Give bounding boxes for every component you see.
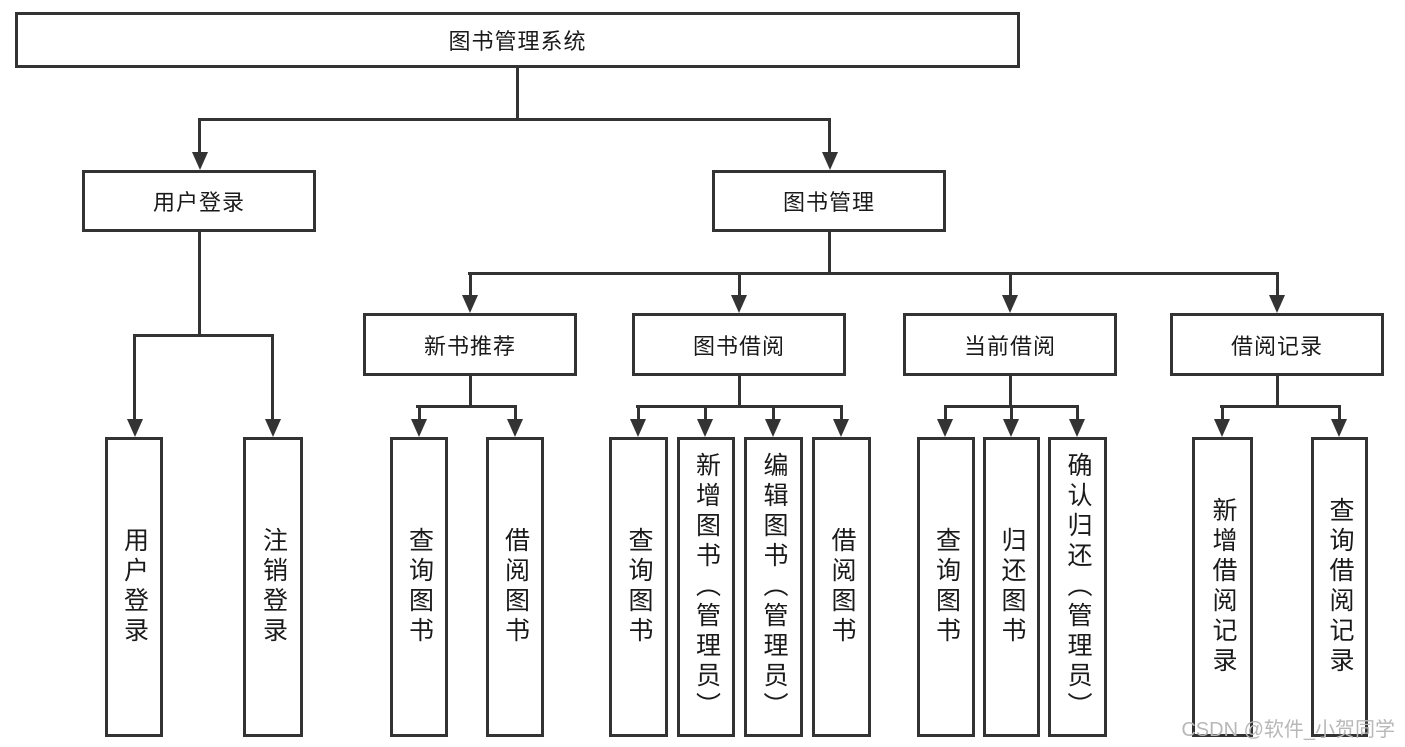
node-borrowing-records-label: 借阅记录 bbox=[1230, 333, 1323, 359]
connector-to-br-query bbox=[1338, 405, 1341, 421]
node-book-borrowing: 图书借阅 bbox=[632, 313, 846, 376]
node-nbr-query-books: 查询图书 bbox=[390, 437, 448, 737]
node-borrowing-records: 借阅记录 bbox=[1170, 313, 1384, 376]
connector-to-bb-add bbox=[704, 405, 707, 421]
node-login-label: 用户登录 bbox=[120, 527, 149, 647]
node-nbr-query-books-label: 查询图书 bbox=[405, 527, 434, 647]
connector-current-borrowing-stem bbox=[1009, 376, 1012, 407]
connector-to-login bbox=[133, 334, 136, 420]
arrow-down-icon bbox=[833, 419, 849, 437]
node-bb-borrow-books: 借阅图书 bbox=[812, 437, 871, 737]
connector-to-cb-return bbox=[1010, 405, 1013, 421]
arrow-down-icon bbox=[765, 419, 781, 437]
connector-root-to-user-login bbox=[198, 118, 201, 158]
node-library-management-system-label: 图书管理系统 bbox=[448, 29, 587, 54]
connector-to-cb-confirm bbox=[1076, 405, 1079, 421]
node-bb-add-books-admin-label: 新增图书（管理员） bbox=[692, 452, 721, 722]
node-user-login: 用户登录 bbox=[82, 170, 316, 232]
node-bb-edit-books-admin: 编辑图书（管理员） bbox=[744, 437, 803, 737]
node-logout-label: 注销登录 bbox=[259, 527, 288, 647]
connector-to-borrowing-records bbox=[1276, 272, 1279, 298]
node-book-management: 图书管理 bbox=[712, 170, 946, 232]
arrow-down-icon bbox=[1214, 419, 1230, 437]
connector-to-bb-borrow bbox=[840, 405, 843, 421]
connector-new-book-recommend-stem bbox=[469, 376, 472, 407]
node-br-add-record: 新增借阅记录 bbox=[1192, 437, 1253, 737]
connector-to-new-book-recommend bbox=[469, 272, 472, 298]
connector-to-current-borrowing bbox=[1009, 272, 1012, 298]
connector-book-management-horizontal bbox=[468, 272, 1279, 275]
node-login: 用户登录 bbox=[105, 437, 163, 737]
node-current-borrowing-label: 当前借阅 bbox=[963, 333, 1056, 359]
node-nbr-borrow-books-label: 借阅图书 bbox=[501, 527, 530, 647]
node-cb-return-books: 归还图书 bbox=[983, 437, 1040, 737]
watermark-csdn: CSDN @软件_小贺同学 bbox=[1181, 719, 1395, 741]
node-cb-confirm-return-admin-label: 确认归还（管理员） bbox=[1064, 452, 1092, 722]
node-current-borrowing: 当前借阅 bbox=[903, 313, 1117, 376]
node-book-management-label: 图书管理 bbox=[782, 190, 875, 215]
arrow-down-icon bbox=[1331, 419, 1347, 437]
arrow-down-icon bbox=[822, 152, 838, 170]
connector-to-nbr-borrow bbox=[514, 405, 517, 421]
node-cb-query-books: 查询图书 bbox=[917, 437, 975, 737]
connector-book-management-stem bbox=[828, 232, 831, 274]
connector-new-book-recommend-horizontal bbox=[416, 405, 517, 408]
node-user-login-label: 用户登录 bbox=[152, 190, 245, 215]
node-br-query-record: 查询借阅记录 bbox=[1311, 437, 1368, 737]
connector-to-logout bbox=[271, 334, 274, 420]
arrow-down-icon bbox=[192, 152, 208, 170]
node-cb-query-books-label: 查询图书 bbox=[932, 527, 961, 647]
connector-root-to-book-management bbox=[828, 118, 831, 158]
connector-borrowing-records-stem bbox=[1276, 376, 1279, 407]
node-bb-query-books-label: 查询图书 bbox=[625, 527, 653, 647]
arrow-down-icon bbox=[265, 419, 281, 437]
connector-root-horizontal bbox=[198, 118, 831, 121]
connector-to-br-add bbox=[1221, 405, 1224, 421]
arrow-down-icon bbox=[630, 419, 646, 437]
node-cb-return-books-label: 归还图书 bbox=[998, 527, 1026, 647]
node-bb-add-books-admin: 新增图书（管理员） bbox=[677, 437, 735, 737]
node-logout: 注销登录 bbox=[243, 437, 303, 737]
connector-book-borrowing-horizontal bbox=[636, 405, 843, 408]
node-new-book-recommend-label: 新书推荐 bbox=[423, 333, 516, 359]
connector-to-cb-query bbox=[944, 405, 947, 421]
node-bb-query-books: 查询图书 bbox=[609, 437, 668, 737]
node-cb-confirm-return-admin: 确认归还（管理员） bbox=[1048, 437, 1107, 737]
connector-user-login-horizontal bbox=[133, 334, 274, 337]
node-br-query-record-label: 查询借阅记录 bbox=[1326, 497, 1354, 677]
arrow-down-icon bbox=[697, 419, 713, 437]
connector-to-nbr-query bbox=[418, 405, 421, 421]
node-bb-edit-books-admin-label: 编辑图书（管理员） bbox=[760, 452, 788, 722]
connector-to-book-borrowing bbox=[738, 272, 741, 298]
arrow-down-icon bbox=[1002, 295, 1018, 313]
arrow-down-icon bbox=[411, 419, 427, 437]
arrow-down-icon bbox=[1269, 295, 1285, 313]
node-nbr-borrow-books: 借阅图书 bbox=[486, 437, 544, 737]
connector-to-bb-edit bbox=[772, 405, 775, 421]
arrow-down-icon bbox=[507, 419, 523, 437]
arrow-down-icon bbox=[1069, 419, 1085, 437]
connector-to-bb-query bbox=[637, 405, 640, 421]
connector-root-stem bbox=[516, 68, 519, 119]
arrow-down-icon bbox=[1003, 419, 1019, 437]
connector-borrowing-records-horizontal bbox=[1220, 405, 1341, 408]
connector-user-login-stem bbox=[198, 232, 201, 336]
connector-book-borrowing-stem bbox=[738, 376, 741, 407]
arrow-down-icon bbox=[462, 295, 478, 313]
node-book-borrowing-label: 图书借阅 bbox=[692, 333, 785, 359]
node-new-book-recommend: 新书推荐 bbox=[363, 313, 577, 376]
node-library-management-system: 图书管理系统 bbox=[15, 12, 1020, 68]
arrow-down-icon bbox=[127, 419, 143, 437]
arrow-down-icon bbox=[731, 295, 747, 313]
node-bb-borrow-books-label: 借阅图书 bbox=[828, 527, 856, 647]
node-br-add-record-label: 新增借阅记录 bbox=[1209, 497, 1237, 677]
arrow-down-icon bbox=[937, 419, 953, 437]
